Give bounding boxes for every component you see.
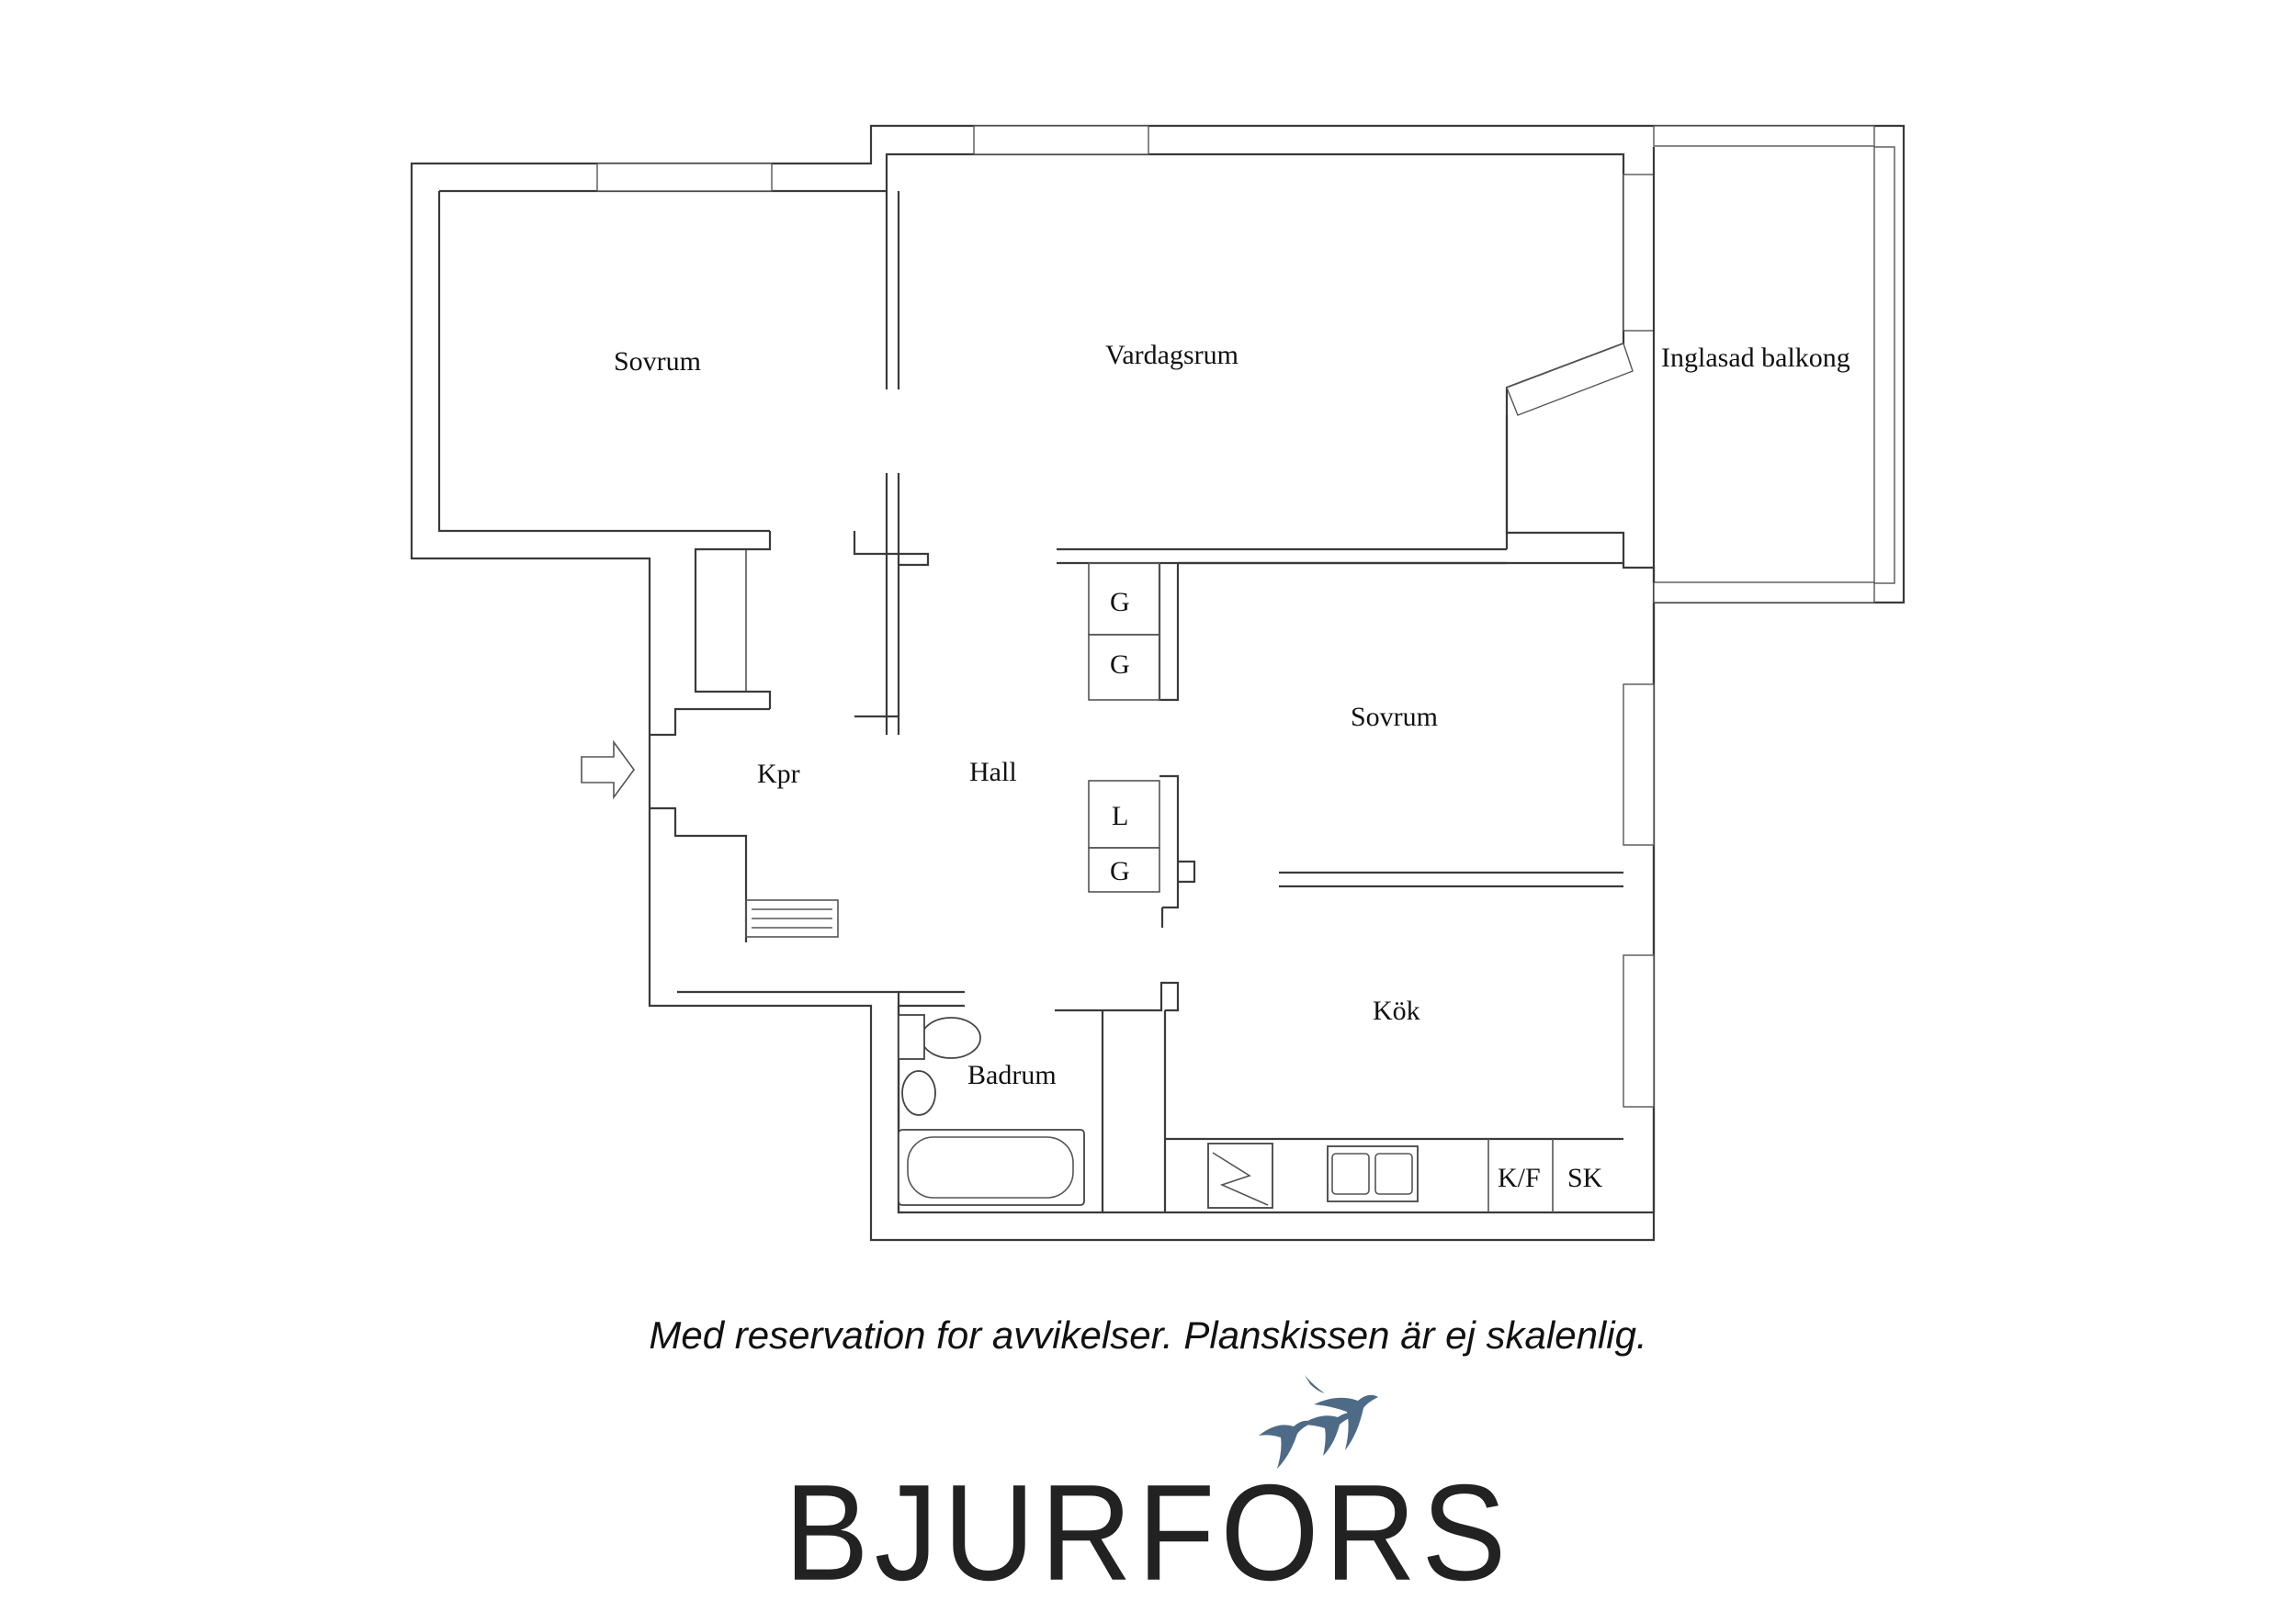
window <box>1506 343 1634 416</box>
room-label-kok: Kök <box>1373 996 1420 1026</box>
wall <box>1055 981 1180 1212</box>
bathtub-inner <box>907 1136 1074 1199</box>
appliance-label-sk: SK <box>1567 1163 1603 1193</box>
sink-basin <box>1331 1153 1370 1195</box>
wall <box>650 806 748 942</box>
toilet <box>921 1017 981 1059</box>
cabinet <box>1088 847 1160 893</box>
storage-label: G <box>1110 649 1130 680</box>
wall <box>1158 561 1623 702</box>
entrance-arrow-icon <box>581 739 635 800</box>
window <box>973 125 1149 155</box>
brand-logo: BJURFORS <box>784 1456 1512 1610</box>
window <box>1623 683 1655 846</box>
window <box>1653 125 1875 147</box>
window <box>596 163 773 192</box>
room-label-kpr: Kpr <box>757 759 800 789</box>
room-label-hall: Hall <box>969 757 1017 787</box>
window <box>1623 174 1655 332</box>
wall <box>1057 533 1509 565</box>
storage-label: G <box>1110 587 1130 617</box>
storage-label: L <box>1112 801 1128 831</box>
room-label-sovrum: Sovrum <box>1351 702 1438 732</box>
disclaimer: Med reservation for avvikelser. Planskis… <box>649 1313 1647 1357</box>
wall <box>853 473 930 735</box>
wall <box>1159 774 1196 928</box>
room-label-sovrum: Sovrum <box>614 346 701 377</box>
outer-wall <box>410 124 1906 1242</box>
wall <box>899 990 1104 1212</box>
closet <box>695 548 747 693</box>
appliance-label-kf: K/F <box>1498 1163 1541 1193</box>
cabinet <box>1088 634 1160 701</box>
wall <box>650 707 770 737</box>
shelf <box>745 899 839 938</box>
geese-icon <box>1259 1375 1378 1469</box>
washbasin <box>901 1070 936 1116</box>
window <box>1873 146 1895 584</box>
wall <box>437 191 770 533</box>
room-label-inglasad-balkong: Inglasad balkong <box>1661 343 1850 373</box>
wall <box>1279 871 1623 888</box>
stove <box>1207 1143 1273 1209</box>
bathtub <box>898 1129 1085 1206</box>
stove-symbol <box>1212 1152 1269 1206</box>
room-label-vardagsrum: Vardagsrum <box>1105 340 1238 370</box>
sink <box>1327 1145 1419 1202</box>
wall <box>694 531 772 709</box>
room-label-badrum: Badrum <box>967 1060 1057 1090</box>
window <box>1623 954 1655 1108</box>
toilet-tank <box>898 1014 925 1060</box>
window <box>1653 581 1875 603</box>
outer-wall-inner <box>439 152 1656 1214</box>
storage-label: G <box>1110 856 1130 886</box>
sink-basin <box>1374 1153 1413 1195</box>
